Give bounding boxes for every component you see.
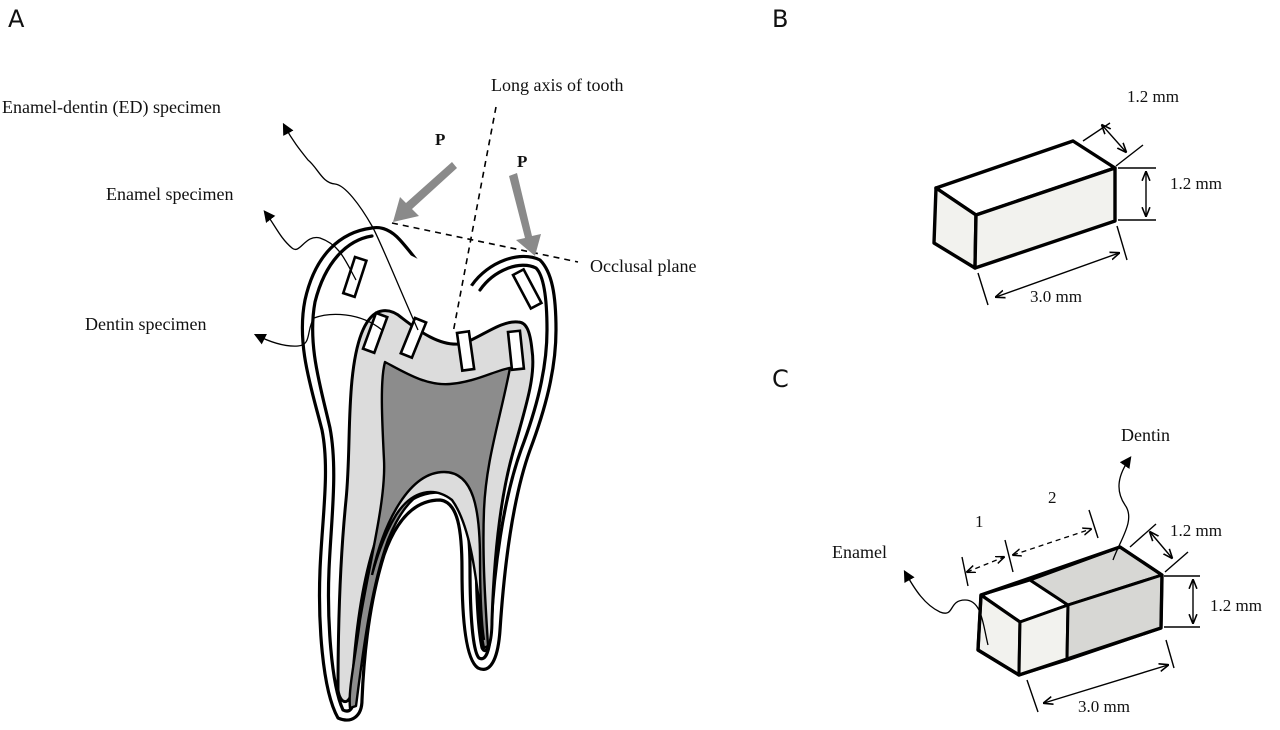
label-enamel-specimen: Enamel specimen — [106, 184, 233, 204]
ed-specimen-left — [399, 316, 428, 360]
leader-enamel-specimen — [263, 210, 357, 281]
leader-dentin — [1112, 456, 1132, 561]
panel-c-label: C — [772, 365, 789, 393]
label-occlusal-plane: Occlusal plane — [590, 256, 696, 276]
panel-b: B 1.2 mm 1.2 mm 3.0 mm — [772, 5, 1222, 306]
dim-c-length: 3.0 mm — [1078, 697, 1130, 716]
specimen-block-c — [976, 545, 1164, 677]
dentin-specimens — [361, 311, 526, 372]
label-dentin: Dentin — [1121, 425, 1170, 445]
specimen-block-b — [932, 139, 1117, 270]
dim-c-height: 1.2 mm — [1210, 596, 1262, 615]
ed-specimen-right — [455, 329, 476, 373]
panel-a: A — [2, 5, 696, 722]
label-segment-2: 2 — [1048, 488, 1057, 507]
label-dentin-specimen: Dentin specimen — [85, 314, 206, 334]
label-ed-specimen: Enamel-dentin (ED) specimen — [2, 97, 221, 118]
dim-b-depth: 1.2 mm — [1127, 87, 1179, 106]
block-b-front — [973, 166, 1117, 270]
leader-ed-specimen — [282, 122, 419, 331]
long-axis-line — [452, 106, 497, 334]
segment-dimensions-c: 1 2 — [961, 488, 1099, 587]
dim-b-height: 1.2 mm — [1170, 174, 1222, 193]
occlusal-plane-line — [391, 222, 579, 263]
dimension-depth-c: 1.2 mm — [1129, 521, 1222, 573]
label-load-right: P — [517, 152, 527, 171]
panel-b-label: B — [772, 5, 788, 33]
dimension-length-c: 3.0 mm — [1026, 639, 1175, 716]
tooth-diagram — [253, 106, 579, 722]
dentin-specimen-right — [506, 329, 526, 372]
enamel-specimen-right — [511, 267, 544, 311]
dimension-height-c: 1.2 mm — [1164, 575, 1262, 628]
label-segment-1: 1 — [975, 512, 984, 531]
block-c-outline — [976, 545, 1164, 677]
dim-c-depth: 1.2 mm — [1170, 521, 1222, 540]
dimension-length-b: 3.0 mm — [977, 225, 1128, 306]
panel-a-label: A — [8, 5, 25, 33]
load-arrow-right — [509, 173, 541, 256]
label-enamel: Enamel — [832, 542, 887, 562]
ed-specimens — [399, 316, 476, 373]
label-long-axis: Long axis of tooth — [491, 75, 624, 95]
dim-b-length: 3.0 mm — [1030, 287, 1082, 306]
dentin-specimen-left — [361, 311, 389, 355]
load-arrow-left — [393, 162, 457, 222]
leader-dentin-specimen — [253, 313, 383, 347]
root-dentin-inner — [370, 470, 486, 641]
panel-c: C 1 2 Enamel Dentin — [772, 365, 1262, 716]
dimension-depth-b: 1.2 mm — [1082, 87, 1179, 167]
leader-enamel — [903, 569, 989, 646]
label-load-left: P — [435, 130, 445, 149]
dimension-height-b: 1.2 mm — [1118, 167, 1222, 221]
